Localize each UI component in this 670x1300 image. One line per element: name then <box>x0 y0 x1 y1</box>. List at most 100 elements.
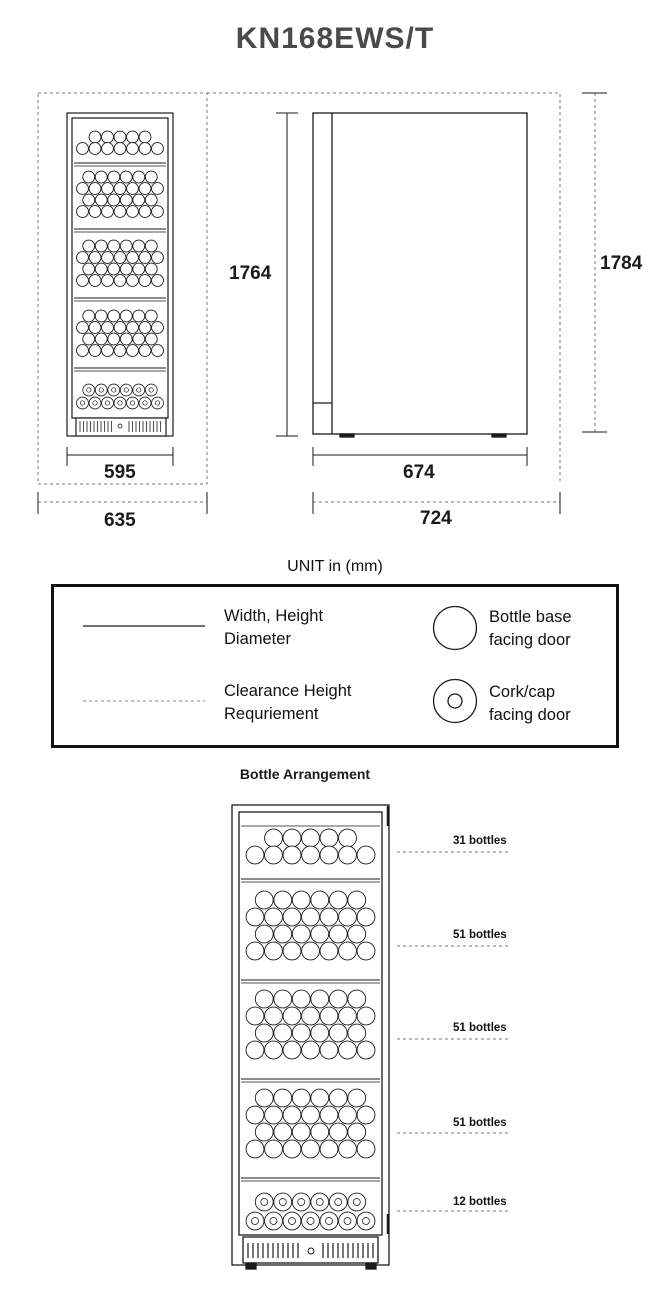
bottle-icon <box>126 130 139 144</box>
bottle-icon <box>328 1122 348 1142</box>
bottle-icon <box>245 941 265 961</box>
bottle-icon <box>94 383 108 397</box>
bottle-icon <box>76 396 89 410</box>
side-height-label: 1764 <box>229 263 272 284</box>
legend-bottle-base-text: Bottle base facing door <box>489 606 572 652</box>
bottle-icon <box>245 1105 265 1125</box>
bottle-icon <box>138 344 152 357</box>
bottle-icon <box>82 309 96 323</box>
unit-label: UNIT in (mm) <box>287 558 383 575</box>
bottle-icon <box>328 1023 348 1043</box>
bottle-icon <box>245 1040 265 1060</box>
bottle-cap-icon <box>111 387 117 393</box>
bottle-cap-icon <box>154 400 161 406</box>
bottle-icon <box>264 1006 283 1026</box>
bottle-icon <box>113 182 127 195</box>
bottle-icon <box>338 1006 357 1026</box>
bottle-icon <box>291 1088 311 1108</box>
bottle-cap-icon <box>306 1217 315 1225</box>
bottle-icon <box>310 1023 330 1043</box>
bottle-icon <box>338 1040 357 1060</box>
bottle-icon <box>347 924 367 944</box>
front-width-label: 595 <box>104 462 136 483</box>
bottle-icon <box>338 828 357 848</box>
bottle-icon <box>245 1006 265 1026</box>
bottle-icon <box>338 1139 357 1159</box>
bottle-icon <box>319 941 339 961</box>
arrangement-title: Bottle Arrangement <box>239 766 371 782</box>
side-height-dim <box>276 112 298 437</box>
bottle-icon <box>282 1105 302 1125</box>
bottle-icon <box>144 262 158 276</box>
bottle-icon <box>126 396 139 410</box>
bottle-icon <box>301 1105 320 1125</box>
bottle-icon <box>151 182 164 195</box>
bottle-icon <box>76 274 89 287</box>
bottle-icon <box>119 262 133 276</box>
bottle-cap-icon <box>297 1198 306 1206</box>
bottle-icon <box>107 239 121 253</box>
bottle-icon <box>264 1211 283 1231</box>
bottle-icon <box>151 396 164 410</box>
front-bottle-grid <box>74 130 166 410</box>
zone-leader-lines <box>397 851 508 1212</box>
bottle-icon <box>88 182 102 195</box>
bottle-icon <box>119 332 133 346</box>
bottle-icon <box>273 890 293 910</box>
bottle-cap-icon <box>315 1198 324 1206</box>
bottle-icon <box>254 924 274 944</box>
bottle-icon <box>138 142 152 155</box>
bottle-icon <box>301 845 320 865</box>
bottle-icon <box>310 989 330 1009</box>
bottle-icon <box>82 262 96 276</box>
bottle-icon <box>88 396 102 410</box>
arrangement-bottle-grid <box>241 825 380 1231</box>
bottle-icon <box>138 130 152 144</box>
bottle-icon <box>301 1211 320 1231</box>
bottle-icon <box>310 1122 330 1142</box>
bottle-icon <box>94 309 108 323</box>
bottle-icon <box>94 332 108 346</box>
bottle-cap-icon <box>117 400 123 406</box>
bottle-icon <box>113 274 127 287</box>
bottle-cap-icon <box>123 387 129 393</box>
bottle-icon <box>138 396 152 410</box>
bottle-icon <box>151 205 164 218</box>
zone-3-count: 51 bottles <box>453 1022 507 1034</box>
side-depth-dim <box>312 447 528 466</box>
bottle-icon <box>132 170 146 184</box>
bottle-icon <box>273 1088 293 1108</box>
bottle-icon <box>138 205 152 218</box>
legend-bottle-base-text-1: Bottle base <box>489 608 572 626</box>
bottle-icon <box>94 170 108 184</box>
bottle-icon <box>88 142 102 155</box>
bottle-icon <box>310 924 330 944</box>
bottle-icon <box>291 1122 311 1142</box>
side-view-fridge <box>312 112 528 438</box>
bottle-icon <box>132 383 146 397</box>
bottle-icon <box>107 332 121 346</box>
front-clearance-dim <box>37 492 208 514</box>
bottle-icon <box>264 845 283 865</box>
bottle-icon <box>273 1192 293 1212</box>
bottle-cap-icon <box>269 1217 278 1225</box>
bottle-icon <box>338 907 357 927</box>
bottle-icon <box>119 239 133 253</box>
bottle-icon <box>245 845 265 865</box>
bottle-icon <box>138 321 152 334</box>
bottle-icon <box>347 1192 367 1212</box>
bottle-icon <box>254 890 274 910</box>
bottle-icon <box>132 239 146 253</box>
bottle-icon <box>282 1006 302 1026</box>
bottle-icon <box>113 205 127 218</box>
bottle-icon <box>356 1040 376 1060</box>
legend-cork-cap-text-1: Cork/cap <box>489 683 556 701</box>
bottle-cap-icon <box>362 1217 370 1225</box>
bottle-icon <box>301 1006 320 1026</box>
bottle-icon <box>132 193 146 207</box>
bottle-icon <box>310 890 330 910</box>
bottle-icon <box>282 1139 302 1159</box>
bottle-icon <box>338 941 357 961</box>
bottle-icon <box>291 924 311 944</box>
bottle-cap-icon <box>260 1198 269 1206</box>
